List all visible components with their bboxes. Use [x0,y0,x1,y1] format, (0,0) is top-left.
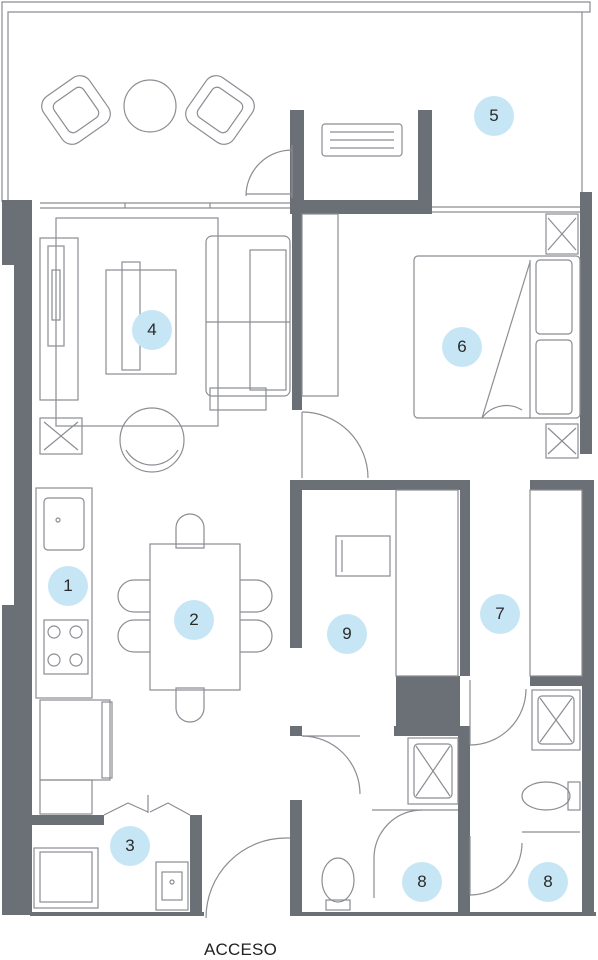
room-label-1: 1 [48,566,88,606]
walls [2,110,596,916]
hall-furniture [529,489,583,677]
study-furniture [335,489,459,677]
room-label-2: 2 [174,600,214,640]
room-label-3: 3 [110,826,150,866]
laundry-furniture [33,847,189,911]
room-label-4: 4 [132,310,172,350]
dining-furniture [117,513,273,723]
bath-fixtures [321,689,581,911]
terrace [1,1,591,213]
room-label-8b: 8 [528,862,568,902]
room-label-9: 9 [327,614,367,654]
bedroom-furniture [301,213,581,459]
room-label-7: 7 [480,594,520,634]
room-label-6: 6 [442,327,482,367]
doors [103,145,580,919]
room-label-5: 5 [474,96,514,136]
entrance-label: ACCESO [204,940,277,959]
living-furniture [39,217,291,473]
kitchen-furniture [35,487,113,815]
terrace-furniture [41,75,403,157]
room-label-8a: 8 [402,862,442,902]
